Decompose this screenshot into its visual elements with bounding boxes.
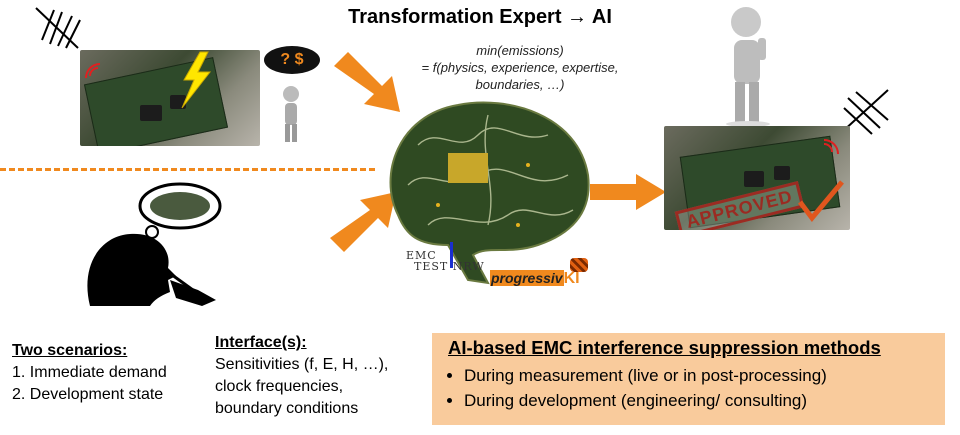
- pcb-photo-faulty: [80, 50, 260, 146]
- antenna-hatch-icon: [841, 89, 889, 135]
- formula-line: = f(physics, experience, expertise,: [421, 60, 619, 75]
- emission-waves-icon: [823, 139, 839, 155]
- question-mark: ?: [280, 51, 291, 68]
- interface-line: clock frequencies,: [215, 378, 344, 395]
- dollar-sign: $: [294, 51, 304, 68]
- arrow-right-icon: [590, 174, 666, 210]
- methods-heading: AI-based EMC interference suppression me…: [448, 337, 881, 358]
- arrow-icon: [334, 52, 400, 112]
- interface-section: Interface(s): Sensitivities (f, E, H, …)…: [215, 332, 388, 420]
- checkmark-icon: [798, 180, 844, 223]
- logo-mark: [570, 258, 588, 272]
- interface-heading: Interface(s):: [215, 334, 307, 351]
- logo-mark: [450, 242, 453, 268]
- formula-line: boundaries, …): [475, 77, 565, 92]
- slide-title: Transformation Expert → AI: [348, 6, 612, 28]
- interface-line: boundary conditions: [215, 400, 359, 417]
- scenarios-heading: Two scenarios:: [12, 342, 128, 359]
- scenario-item: 1. Immediate demand: [12, 364, 167, 381]
- lightning-icon: [181, 51, 212, 109]
- formula: min(emissions) = f(physics, experience, …: [410, 42, 630, 93]
- worry-bubble: ? $: [264, 46, 320, 74]
- emission-waves-icon: [85, 63, 101, 79]
- ai-brain-image: [389, 101, 590, 285]
- thumbs-up-person-icon: [726, 7, 770, 127]
- antenna-hatch-icon: [35, 7, 81, 49]
- progressiv-ki-logo: progressivKI: [490, 258, 588, 288]
- logo-text: TEST NRW: [414, 260, 485, 273]
- methods-box: AI-based EMC interference suppression me…: [432, 333, 945, 425]
- confused-person-icon: [283, 86, 299, 142]
- scenario-divider: [0, 168, 375, 171]
- arrow-icon: [330, 192, 396, 252]
- method-item: During development (engineering/ consult…: [464, 388, 945, 413]
- formula-line: min(emissions): [476, 43, 564, 58]
- emc-test-nrw-logo: EMC TEST NRW: [406, 242, 485, 273]
- scenarios-section: Two scenarios: 1. Immediate demand 2. De…: [12, 340, 167, 406]
- thinking-person-icon: [87, 182, 222, 306]
- logo-text: KI: [563, 270, 580, 287]
- logo-text: EMC: [406, 249, 437, 262]
- scenario-item: 2. Development state: [12, 386, 164, 403]
- interface-line: Sensitivities (f, E, H, …),: [215, 356, 389, 373]
- method-item: During measurement (live or in post-proc…: [464, 363, 945, 388]
- logo-text: progressiv: [490, 270, 564, 286]
